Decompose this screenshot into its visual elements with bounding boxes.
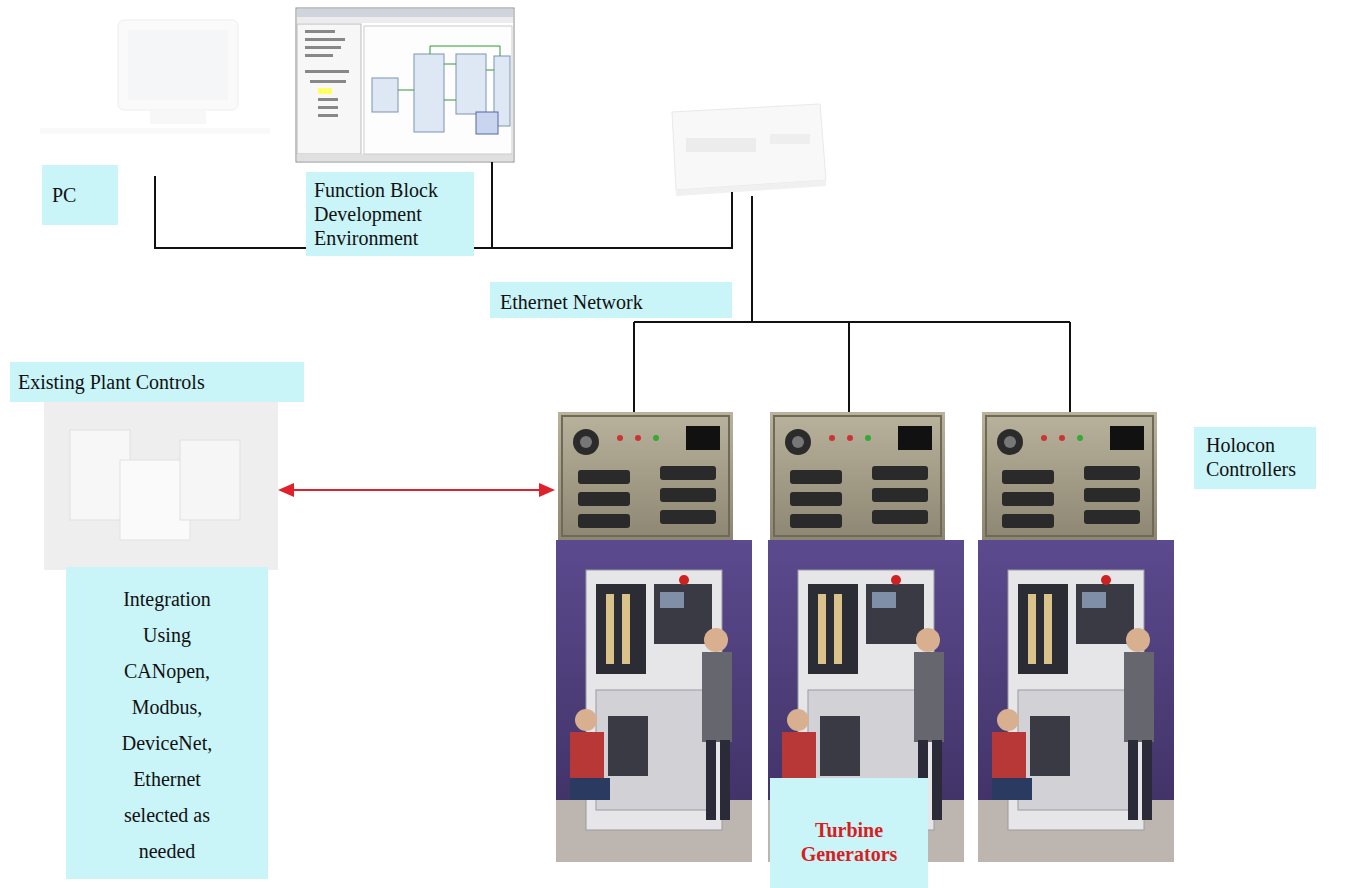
label-text: PC	[52, 183, 108, 207]
label-text: Ethernet Network	[500, 290, 724, 314]
label-box: Integration Using CANopen, Modbus, Devic…	[66, 567, 268, 879]
controller-panel	[770, 412, 945, 540]
label-box: Existing Plant Controls	[10, 362, 304, 402]
label-text: Holocon Controllers	[1206, 433, 1308, 481]
label-text: Integration Using CANopen, Modbus, Devic…	[106, 581, 228, 869]
plant-controls-image	[44, 402, 278, 570]
label-text: Function Block Development Environment	[314, 178, 468, 250]
label-text: Turbine Generators	[780, 818, 918, 866]
controller-panel	[982, 412, 1157, 540]
label-box: Holocon Controllers	[1194, 427, 1316, 489]
label-box: Turbine Generators	[770, 778, 928, 888]
label-text: Existing Plant Controls	[18, 370, 296, 394]
turbine-photo	[556, 540, 752, 862]
software-screenshot	[296, 8, 514, 162]
label-box: Ethernet Network	[490, 282, 732, 318]
turbine-photo	[978, 540, 1174, 862]
ethernet-switch	[672, 104, 826, 196]
integration-arrow	[278, 483, 555, 497]
pc-icon	[40, 20, 270, 134]
label-box: Function Block Development Environment	[306, 172, 474, 256]
controller-panel	[558, 412, 733, 540]
label-box: PC	[42, 165, 118, 225]
